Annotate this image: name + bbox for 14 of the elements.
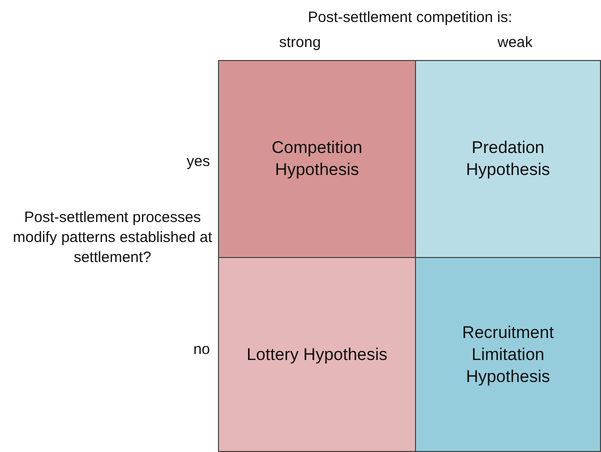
cell-text: Competition Hypothesis [270, 137, 364, 181]
axis-title: Post-settlement processes modify patterns established at settlement? [12, 208, 214, 268]
hypothesis-cell [218, 60, 416, 258]
row-header: yes [186, 152, 210, 172]
cell-text: Predation Hypothesis [464, 137, 552, 181]
cell-text: Lottery Hypothesis [246, 344, 388, 366]
hypothesis-cell [415, 60, 601, 258]
hypothesis-cell [415, 257, 601, 452]
axis-title: Post-settlement competition is: [306, 8, 514, 28]
cell-text: Recruitment Limitation Hypothesis [461, 322, 555, 388]
column-header: strong [278, 33, 322, 53]
column-header: weak [496, 33, 534, 53]
hypothesis-cell [218, 257, 416, 452]
row-header: no [192, 340, 210, 360]
